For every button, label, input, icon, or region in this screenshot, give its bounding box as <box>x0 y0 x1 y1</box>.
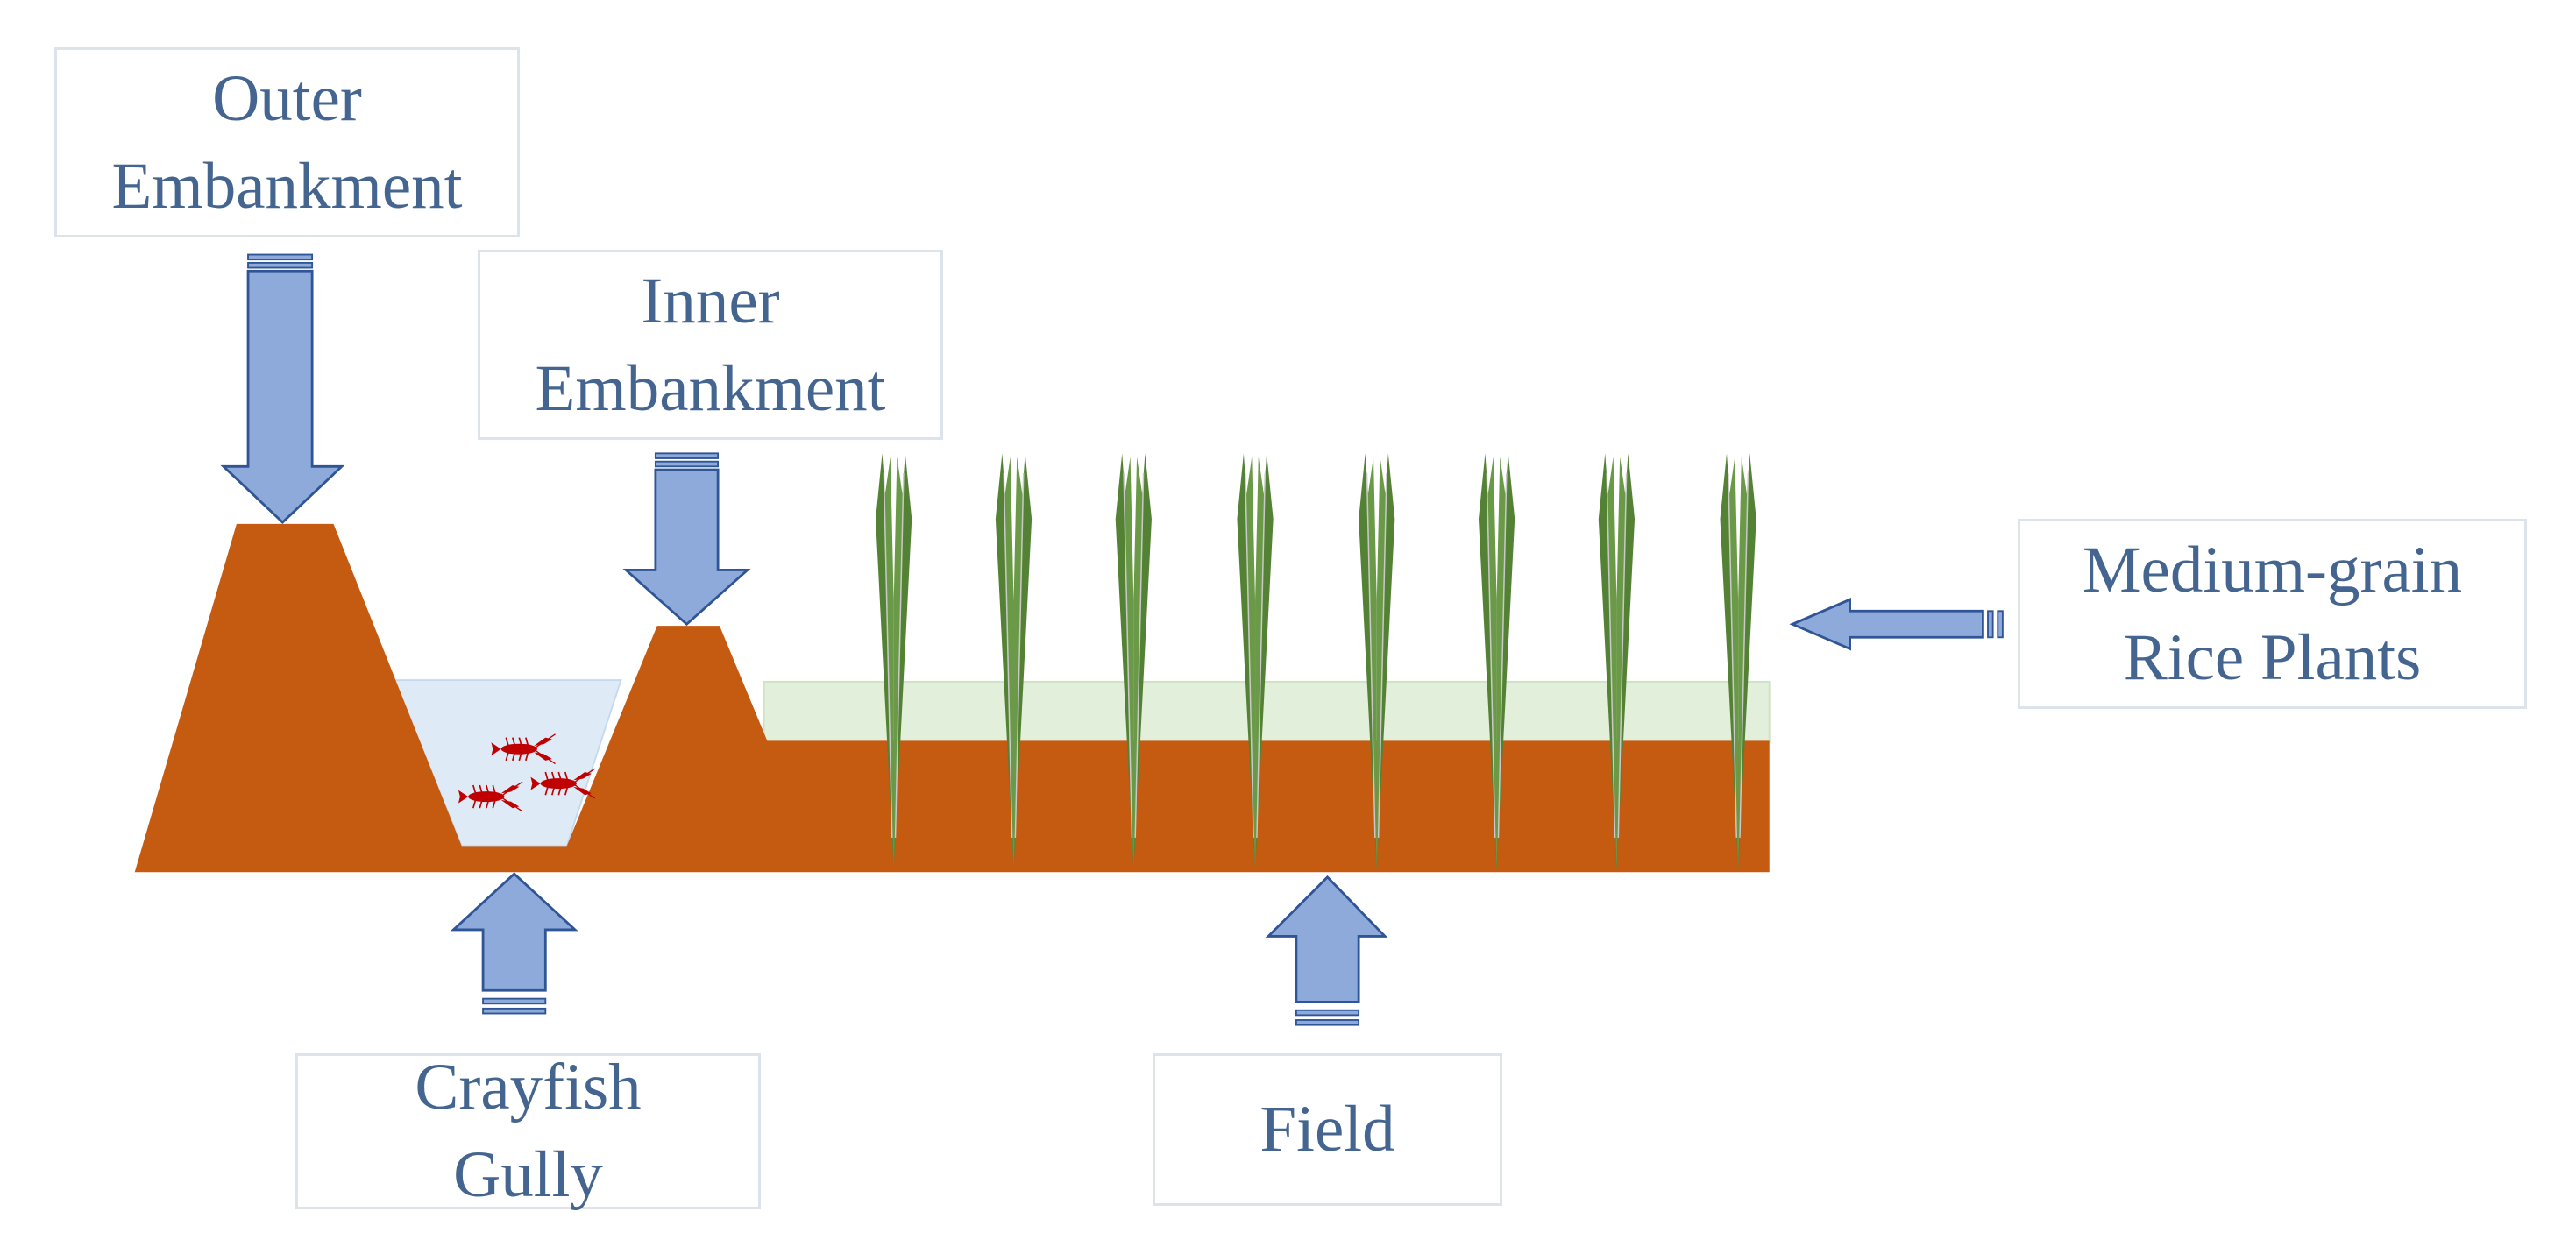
rice-plants-arrow <box>1789 598 2004 651</box>
rice-plant <box>995 453 1033 871</box>
rice-leaf-stripe <box>1739 472 1749 838</box>
soil-profile <box>134 523 1770 873</box>
rice-plant <box>1478 453 1515 871</box>
rice-leaf-stripe <box>1377 472 1387 838</box>
rice-leaf-stripe <box>1486 472 1496 838</box>
crayfish-gully-line-1: Crayfish <box>415 1051 642 1124</box>
crayfish-gully-arrow <box>450 872 578 1015</box>
rice-plant <box>1720 453 1756 871</box>
crayfish-icon <box>491 733 556 765</box>
field-label: Field <box>1153 1053 1502 1206</box>
rice-leaf-stripe <box>1728 472 1737 838</box>
crayfish-icon <box>530 768 595 799</box>
inner-embankment-line-1: Inner <box>641 264 780 337</box>
rice-plants-line-1: Medium-grain <box>2082 533 2463 606</box>
rice-leaf-stripe <box>1003 472 1013 838</box>
inner-embankment-line-2: Embankment <box>535 351 886 425</box>
rice-plants-line-2: Rice Plants <box>2123 620 2422 694</box>
rice-leaf-stripe <box>1134 472 1145 838</box>
rice-leaf-stripe <box>883 472 893 838</box>
crayfish-icon <box>458 781 523 812</box>
outer-embankment-line-1: Outer <box>212 61 362 135</box>
crayfish-gully-line-2: Gully <box>453 1138 603 1211</box>
rice-leaf-stripe <box>1123 472 1133 838</box>
rice-leaf-stripe <box>1014 472 1025 838</box>
rice-plant <box>1237 453 1274 871</box>
field-water <box>763 680 1771 744</box>
outer-embankment-label: Outer Embankment <box>54 47 520 237</box>
inner-embankment-label: Inner Embankment <box>478 250 943 440</box>
field-line-1: Field <box>1260 1093 1395 1166</box>
rice-leaf-stripe <box>1497 472 1508 838</box>
outer-embankment-arrow <box>220 253 345 524</box>
rice-plants-label: Medium-grain Rice Plants <box>2018 519 2527 709</box>
crayfish-gully-label: Crayfish Gully <box>295 1051 761 1211</box>
rice-leaf-stripe <box>894 472 905 838</box>
outer-embankment-line-2: Embankment <box>111 149 463 223</box>
rice-plant <box>1115 453 1152 871</box>
rice-leaf-stripe <box>1606 472 1616 838</box>
rice-leaf-stripe <box>1256 472 1267 838</box>
rice-leaf-stripe <box>1366 472 1376 838</box>
rice-plant <box>876 453 912 871</box>
rice-leaf-stripe <box>1617 472 1628 838</box>
rice-plant <box>1359 453 1395 871</box>
crayfish-group <box>458 733 595 812</box>
rice-leaf-stripe <box>1245 472 1254 838</box>
inner-embankment-arrow <box>622 452 751 627</box>
field-arrow <box>1265 875 1388 1026</box>
rice-plant <box>1598 453 1636 871</box>
rice-plants <box>876 453 1756 871</box>
